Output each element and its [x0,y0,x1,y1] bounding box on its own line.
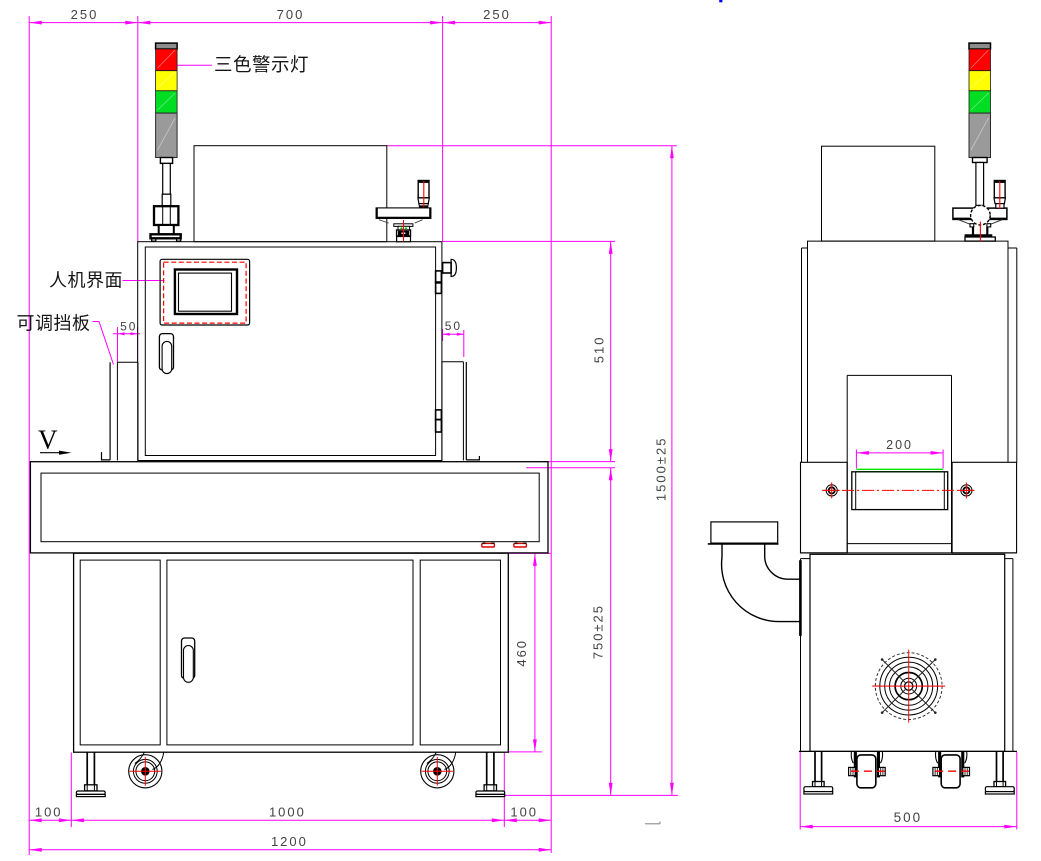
svg-text:三色警示灯: 三色警示灯 [214,54,309,75]
svg-text:460: 460 [514,639,529,667]
svg-text:510: 510 [592,336,607,364]
svg-text:200: 200 [886,438,913,452]
svg-text:V: V [38,425,58,455]
svg-text:100: 100 [35,805,63,820]
svg-text:250: 250 [483,7,511,22]
svg-text:1000: 1000 [269,805,306,820]
svg-text:可调挡板: 可调挡板 [17,314,91,334]
svg-text:500: 500 [894,810,923,825]
svg-text:1500±25: 1500±25 [654,437,669,502]
svg-text:100: 100 [510,805,538,820]
svg-text:250: 250 [71,7,99,22]
svg-text:50: 50 [120,320,137,334]
svg-text:700: 700 [277,7,305,22]
svg-text:人机界面: 人机界面 [49,271,123,291]
svg-text:50: 50 [445,319,462,333]
svg-text:1200: 1200 [271,834,308,849]
svg-text:750±25: 750±25 [591,604,606,659]
